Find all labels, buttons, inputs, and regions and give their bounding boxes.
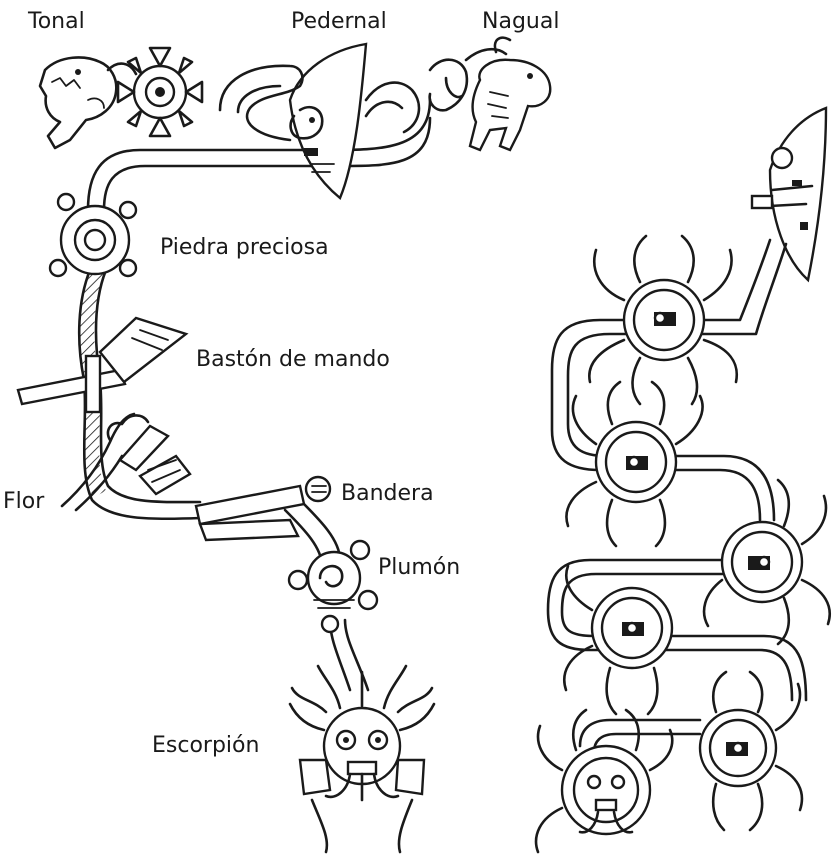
down-ball-glyph bbox=[289, 541, 377, 632]
sun-disk-face-glyph-4 bbox=[564, 566, 672, 714]
label-piedra-preciosa: Piedra preciosa bbox=[160, 235, 329, 260]
flint-knife-glyph bbox=[220, 44, 419, 198]
sun-disk-face-glyph-2 bbox=[566, 382, 702, 546]
sun-glyph bbox=[118, 48, 202, 136]
label-pedernal: Pedernal bbox=[291, 9, 387, 34]
sun-disk-face-glyph-6 bbox=[536, 710, 672, 852]
label-escorpion: Escorpión bbox=[152, 733, 259, 758]
rabbit-glyph bbox=[430, 38, 551, 150]
label-nagual: Nagual bbox=[482, 9, 559, 34]
scorpion-glyph bbox=[290, 666, 434, 852]
label-bandera: Bandera bbox=[341, 481, 434, 506]
label-plumon: Plumón bbox=[378, 555, 460, 580]
jade-stone-glyph bbox=[50, 194, 136, 276]
jaguar-glyph bbox=[40, 57, 136, 148]
sun-disk-face-glyph-5 bbox=[700, 672, 802, 830]
label-baston-de-mando: Bastón de mando bbox=[196, 347, 390, 372]
sun-disk-face-glyph-3 bbox=[704, 480, 830, 644]
label-flor: Flor bbox=[3, 489, 45, 514]
label-tonal: Tonal bbox=[27, 9, 85, 34]
right-flint-knife-glyph bbox=[752, 108, 826, 280]
